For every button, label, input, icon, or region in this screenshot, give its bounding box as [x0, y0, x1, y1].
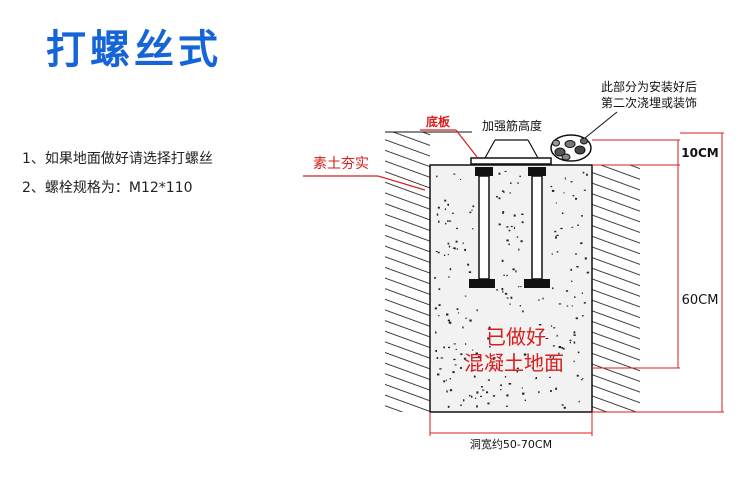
bolt-right-head: [528, 167, 546, 176]
label-concrete-line-1: 已做好: [486, 325, 546, 349]
rib-left: [484, 139, 496, 159]
concrete-speckles: [434, 170, 590, 409]
bolt-left-shaft: [478, 175, 490, 280]
bolt-right-foot: [524, 279, 550, 288]
bolt-left-head: [475, 167, 493, 176]
leader-compacted-soil: [377, 175, 426, 191]
note-line-2: 2、螺栓规格为：M12*110: [22, 180, 193, 196]
base-plate: [470, 157, 552, 165]
label-concrete-line-2: 混凝土地面: [464, 351, 564, 375]
label-rib-height: 加强筋高度: [482, 118, 542, 133]
rib-right: [527, 139, 539, 159]
page-title: 打螺丝式: [46, 27, 222, 73]
label-60cm: 60CM: [682, 293, 719, 308]
soil-wall-left: [385, 132, 430, 412]
label-compacted-soil: 素土夯实: [313, 156, 369, 172]
concrete-block: [429, 164, 593, 413]
label-second-pour-line-1: 此部分为安装好后: [601, 79, 697, 94]
label-second-pour-line-2: 第二次浇埋或装饰: [601, 96, 697, 110]
label-base-plate: 底板: [426, 114, 451, 129]
stone-pile-icon: [550, 134, 592, 162]
bolt-right-shaft: [531, 175, 543, 280]
label-10cm: 10CM: [681, 146, 718, 160]
bolt-left-foot: [469, 279, 495, 288]
leader-second-pour: [584, 111, 618, 139]
label-hole-width: 洞宽约50-70CM: [470, 437, 552, 451]
soil-wall-right: [592, 165, 640, 412]
leader-base-plate: [455, 129, 478, 158]
note-line-1: 1、如果地面做好请选择打螺丝: [22, 151, 213, 167]
